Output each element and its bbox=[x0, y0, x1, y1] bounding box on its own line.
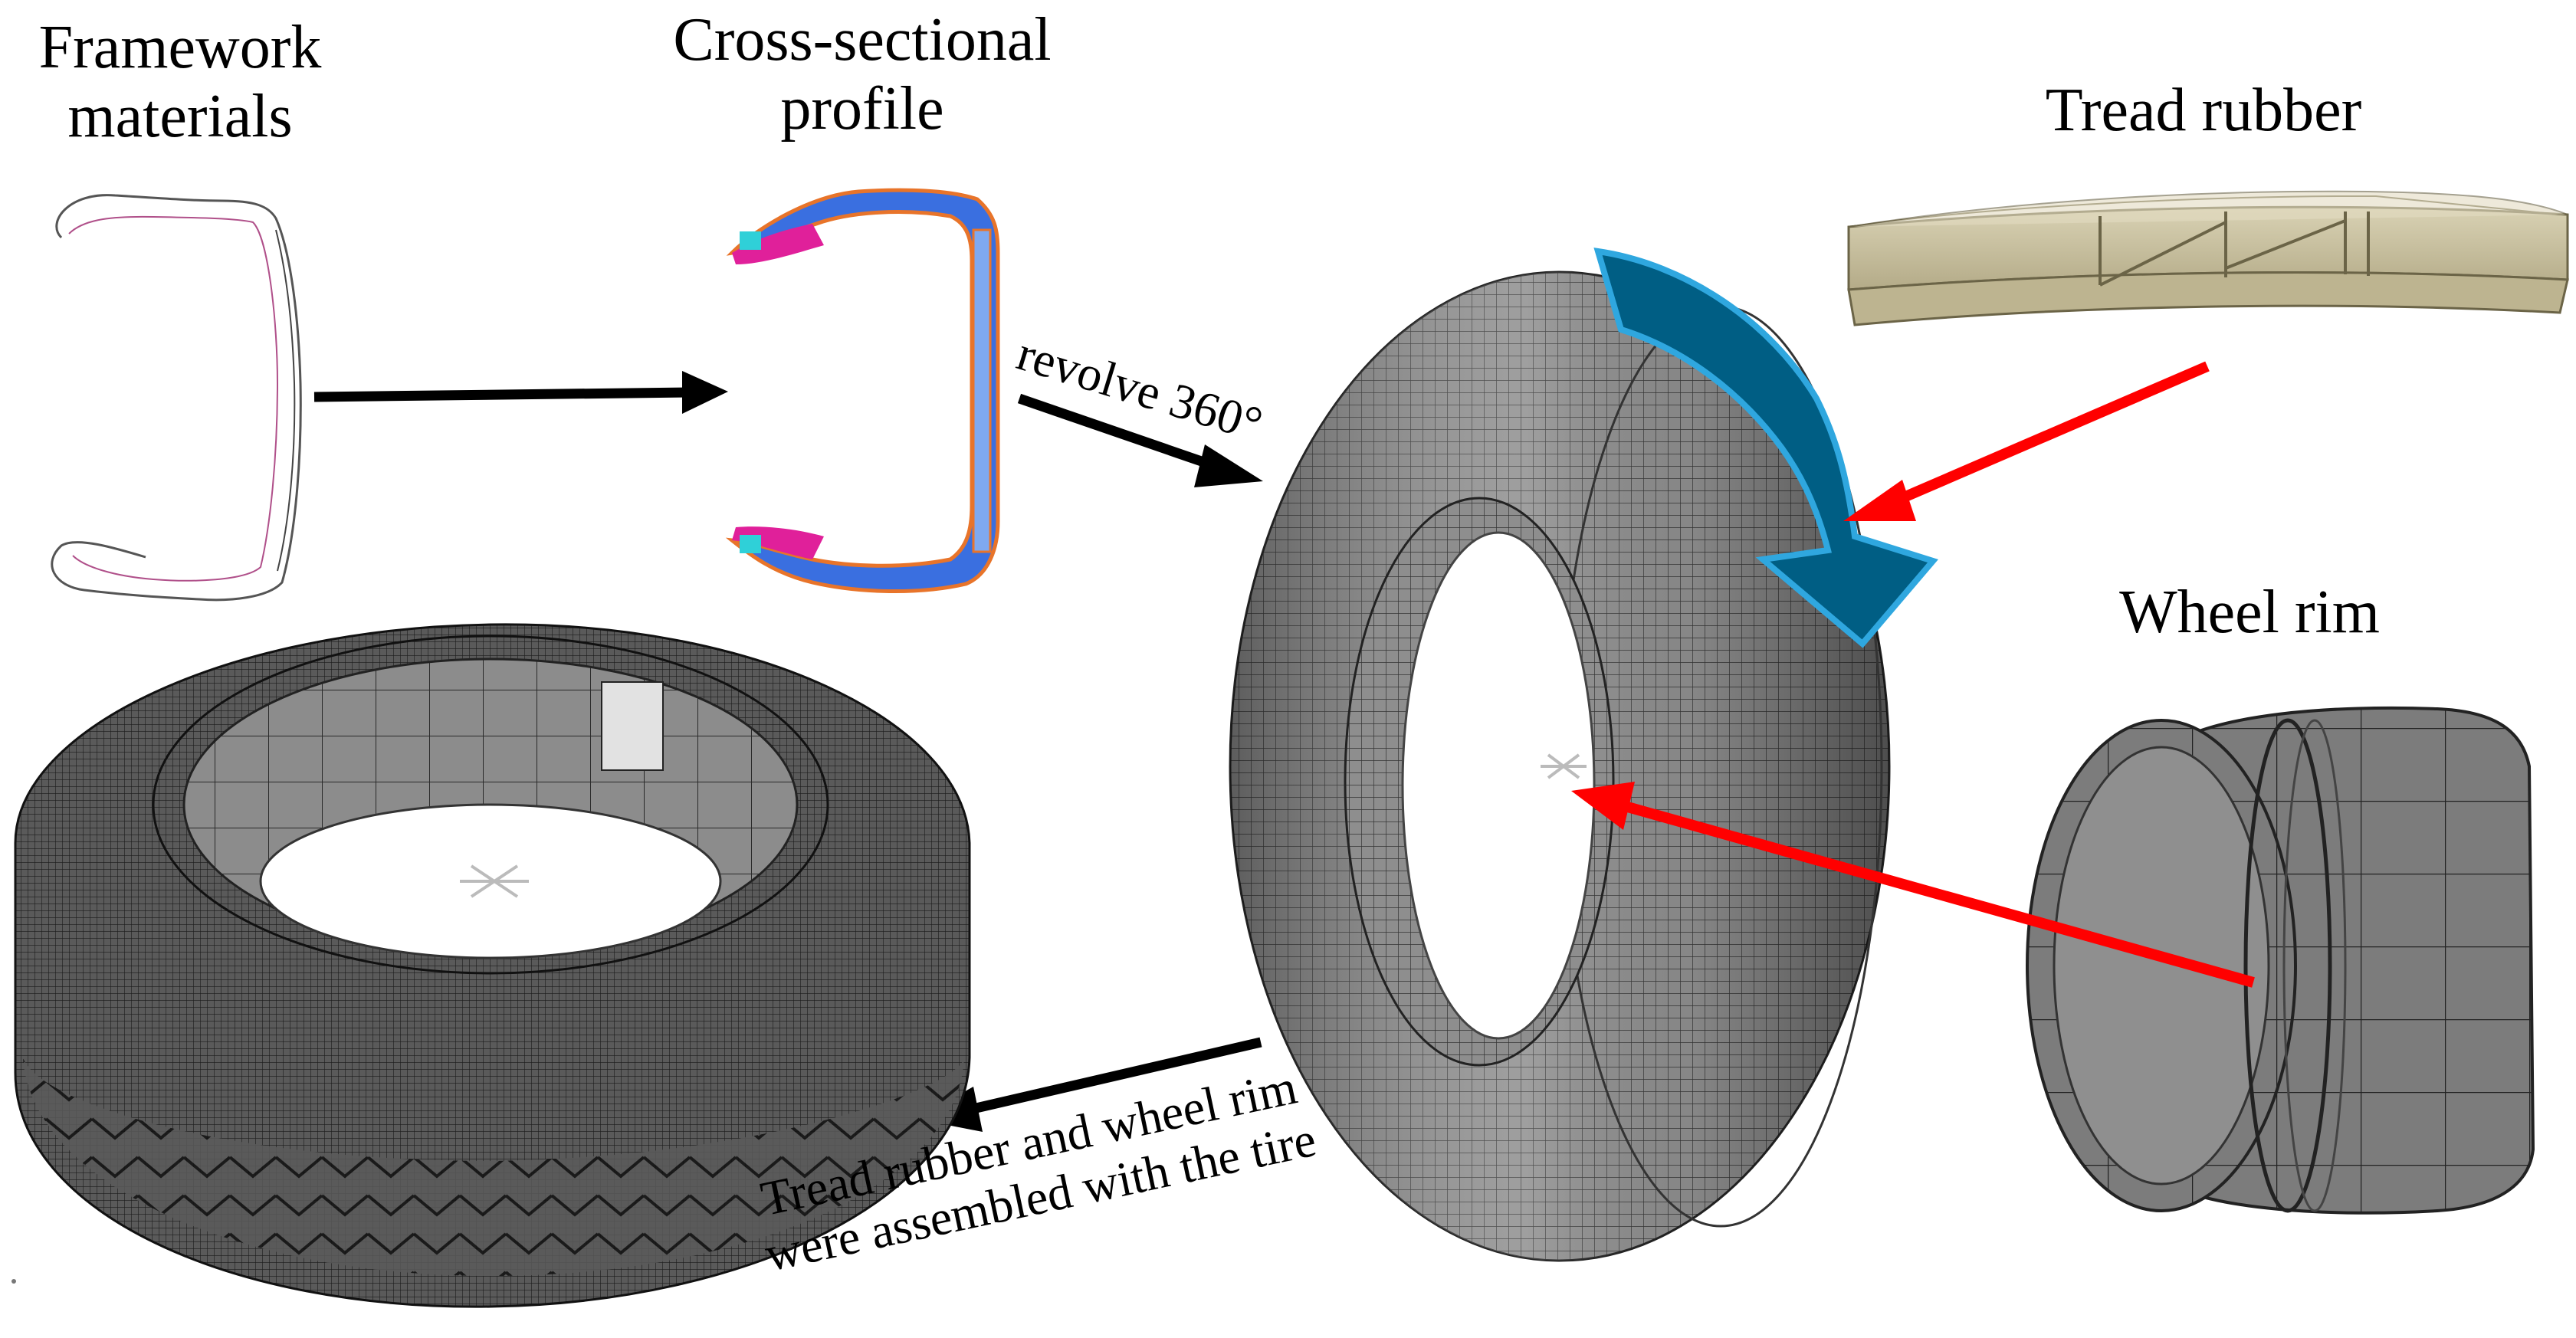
arrow-rim-to-tire bbox=[1571, 782, 2255, 988]
arrow-framework-to-profile bbox=[313, 371, 728, 414]
cross-section-profile bbox=[725, 188, 1000, 594]
label-framework-line1: Framework bbox=[38, 14, 322, 81]
tread-rubber-segment bbox=[1847, 190, 2569, 326]
arrow-revolve bbox=[1017, 393, 1263, 487]
label-cross-line1: Cross-sectional bbox=[673, 6, 1052, 74]
label-cross-line2: profile bbox=[780, 74, 944, 143]
framework-outline bbox=[51, 194, 302, 602]
label-framework-materials: Framework materials bbox=[31, 14, 330, 151]
label-tread-text: Tread rubber bbox=[2045, 77, 2362, 144]
wheel-rim bbox=[2026, 706, 2535, 1215]
assembled-tire bbox=[14, 623, 971, 1308]
rotation-arrow bbox=[1593, 248, 1938, 648]
revolved-tire bbox=[1229, 271, 1891, 1262]
arrow-tread-to-tire bbox=[1843, 361, 2210, 521]
label-cross-sectional-profile: Cross-sectional profile bbox=[648, 6, 1077, 143]
label-framework-line2: materials bbox=[67, 82, 293, 150]
label-tread-rubber: Tread rubber bbox=[2000, 77, 2407, 146]
label-wheel-rim: Wheel rim bbox=[2081, 579, 2418, 648]
label-rim-text: Wheel rim bbox=[2119, 579, 2380, 646]
stray-dot bbox=[11, 1279, 16, 1284]
